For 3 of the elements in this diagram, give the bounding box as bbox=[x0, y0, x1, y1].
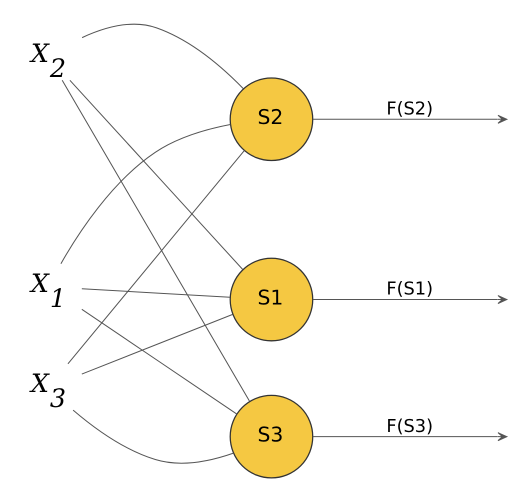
edge-label: F(S1) bbox=[386, 279, 434, 300]
edge-label: F(S3) bbox=[386, 416, 434, 436]
edge-label: F(S2) bbox=[386, 98, 434, 119]
